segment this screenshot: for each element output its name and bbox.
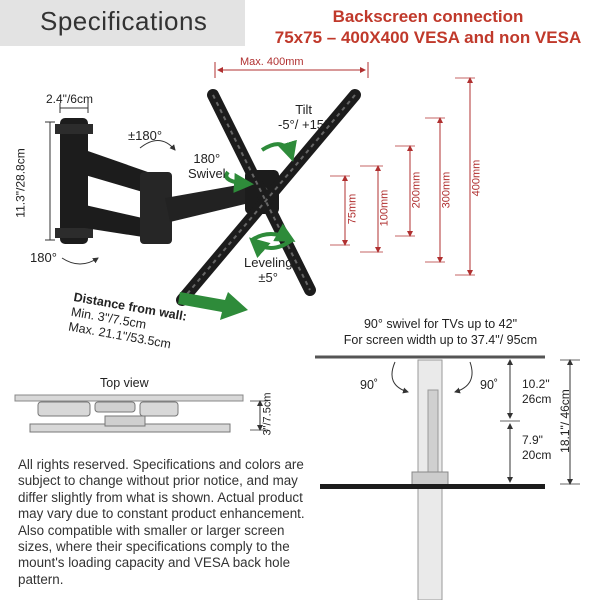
upper-height-label: 10.2" 26cm	[522, 377, 551, 407]
tilt-label: Tilt -5°/ +15°	[278, 102, 329, 132]
tilt-label-line-1: Tilt	[295, 102, 313, 117]
leveling-label-line-2: ±5°	[258, 270, 278, 285]
total-height-label: 18.1"/ 46cm	[557, 389, 572, 453]
leveling-label: Leveling ±5°	[244, 255, 292, 285]
rotation-top-label: ±180°	[128, 128, 163, 143]
arm-width-label: 2.4"/6cm	[46, 92, 93, 106]
vesa-height-dimensions	[330, 77, 475, 276]
vesa-200mm-label: 200mm	[410, 171, 423, 209]
swivel-angle-left: 90˚	[360, 378, 379, 392]
page-title: Specifications	[40, 6, 208, 36]
vesa-400mm-label: 400mm	[470, 159, 483, 197]
swivel-heading: 90° swivel for TVs up to 42" For screen …	[318, 316, 563, 348]
disclaimer-text: All rights reserved. Specifications and …	[18, 457, 305, 587]
vesa-75mm-label: 75mm	[346, 193, 359, 225]
swivel-heading-line-1: 90° swivel for TVs up to 42"	[363, 317, 518, 331]
upper-height-in: 10.2"	[522, 377, 550, 391]
swivel-label-line-2: Swivel	[188, 166, 226, 181]
top-view-title: Top view	[100, 376, 149, 390]
lower-height-in: 7.9"	[522, 433, 543, 447]
tilt-label-line-2: -5°/ +15°	[278, 117, 330, 132]
rotation-arrows	[224, 139, 297, 259]
max-width-dimension	[214, 62, 369, 78]
lower-height-label: 7.9" 20cm	[522, 433, 551, 463]
swivel-label: 180° Swivel	[188, 151, 226, 181]
title-banner	[0, 0, 245, 46]
swivel-label-line-1: 180°	[193, 151, 221, 166]
backscreen-line-2: 75x75 – 400X400 VESA and non VESA	[274, 28, 582, 47]
swivel-angle-right: 90˚	[480, 378, 499, 392]
top-view-drawing	[14, 394, 268, 433]
backscreen-connection-heading: Backscreen connection 75x75 – 400X400 VE…	[268, 6, 588, 48]
rotation-bottom-label: 180°	[30, 250, 57, 265]
upper-height-cm: 26cm	[522, 392, 552, 406]
arm-height-label: 11.3"/28.8cm	[13, 148, 28, 218]
wall-mount-arm	[55, 89, 361, 306]
vesa-300mm-label: 300mm	[440, 171, 453, 209]
lower-height-cm: 20cm	[522, 448, 552, 462]
top-view-depth-label: 3"/7.5cm	[261, 392, 274, 436]
vesa-100mm-label: 100mm	[378, 189, 391, 227]
leveling-label-line-1: Leveling	[244, 255, 293, 270]
max-width-label: Max. 400mm	[240, 56, 304, 68]
distance-arrow	[178, 292, 248, 320]
swivel-diagram	[315, 355, 580, 600]
swivel-heading-line-2: For screen width up to 37.4"/ 95cm	[343, 333, 538, 347]
backscreen-line-1: Backscreen connection	[332, 7, 524, 26]
arm-dimensions	[45, 103, 176, 265]
